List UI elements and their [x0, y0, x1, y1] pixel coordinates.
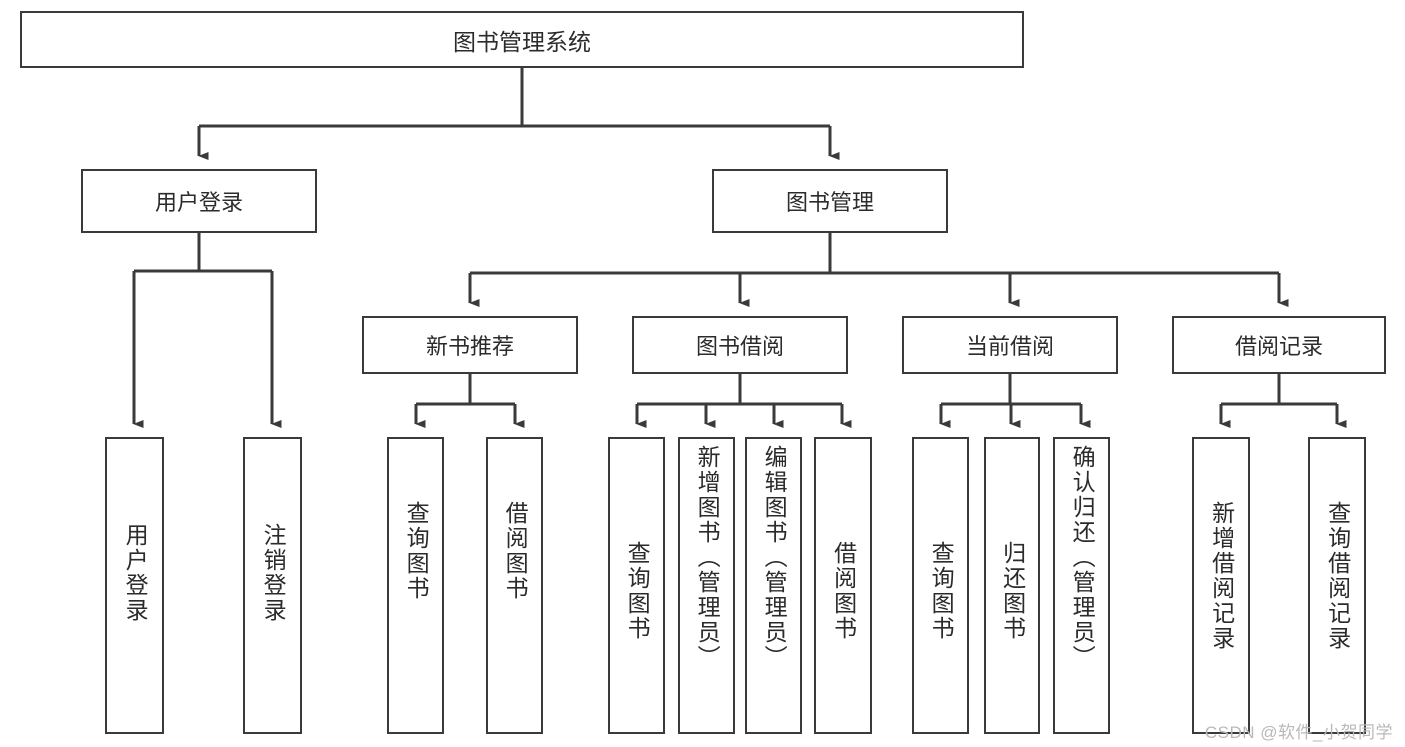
node-label: 图书管理系统: [453, 28, 591, 55]
node-leaf-logout[interactable]: 注销登录: [243, 437, 302, 734]
node-leaf-confirm-return-admin[interactable]: 确认归还（管理员）: [1053, 437, 1110, 734]
node-borrow-records[interactable]: 借阅记录: [1172, 316, 1386, 374]
node-book-management[interactable]: 图书管理: [712, 169, 948, 233]
node-leaf-search-books-recommend[interactable]: 查询图书: [387, 437, 444, 734]
edges: [132, 68, 1347, 428]
node-leaf-edit-book-admin[interactable]: 编辑图书（管理员）: [745, 437, 802, 734]
node-leaf-add-book-admin[interactable]: 新增图书（管理员）: [678, 437, 735, 734]
node-label: 新增图书（管理员）: [694, 445, 721, 670]
node-label: 借阅记录: [1234, 334, 1323, 359]
node-leaf-user-login[interactable]: 用户登录: [105, 437, 164, 734]
node-new-book-recommend[interactable]: 新书推荐: [362, 316, 578, 374]
node-label: 图书借阅: [695, 334, 784, 359]
node-label: 借阅图书: [830, 541, 857, 641]
node-label: 用户登录: [122, 523, 149, 623]
node-label: 查询图书: [624, 541, 651, 641]
node-leaf-query-borrow-record[interactable]: 查询借阅记录: [1308, 437, 1366, 734]
node-label: 确认归还（管理员）: [1069, 445, 1096, 670]
node-label: 借阅图书: [502, 501, 529, 601]
node-leaf-borrow-books-recommend[interactable]: 借阅图书: [486, 437, 543, 734]
node-label: 编辑图书（管理员）: [761, 445, 788, 670]
node-label: 归还图书: [999, 541, 1026, 641]
node-current-borrow[interactable]: 当前借阅: [902, 316, 1118, 374]
node-label: 当前借阅: [965, 334, 1054, 359]
node-root-system[interactable]: 图书管理系统: [20, 11, 1024, 68]
node-leaf-borrow-books[interactable]: 借阅图书: [814, 437, 872, 734]
node-leaf-return-books[interactable]: 归还图书: [984, 437, 1040, 734]
node-label: 查询借阅记录: [1324, 501, 1351, 651]
node-leaf-search-books-borrow[interactable]: 查询图书: [608, 437, 665, 734]
node-leaf-add-borrow-record[interactable]: 新增借阅记录: [1192, 437, 1250, 734]
node-leaf-search-books-current[interactable]: 查询图书: [912, 437, 969, 734]
node-label: 查询图书: [928, 541, 955, 641]
node-label: 新书推荐: [425, 334, 514, 359]
node-label: 查询图书: [403, 501, 430, 601]
node-user-login[interactable]: 用户登录: [81, 169, 317, 233]
node-book-borrow[interactable]: 图书借阅: [632, 316, 848, 374]
node-label: 图书管理: [785, 190, 874, 215]
node-label: 注销登录: [260, 523, 287, 623]
node-label: 新增借阅记录: [1208, 501, 1235, 651]
node-label: 用户登录: [154, 190, 243, 215]
